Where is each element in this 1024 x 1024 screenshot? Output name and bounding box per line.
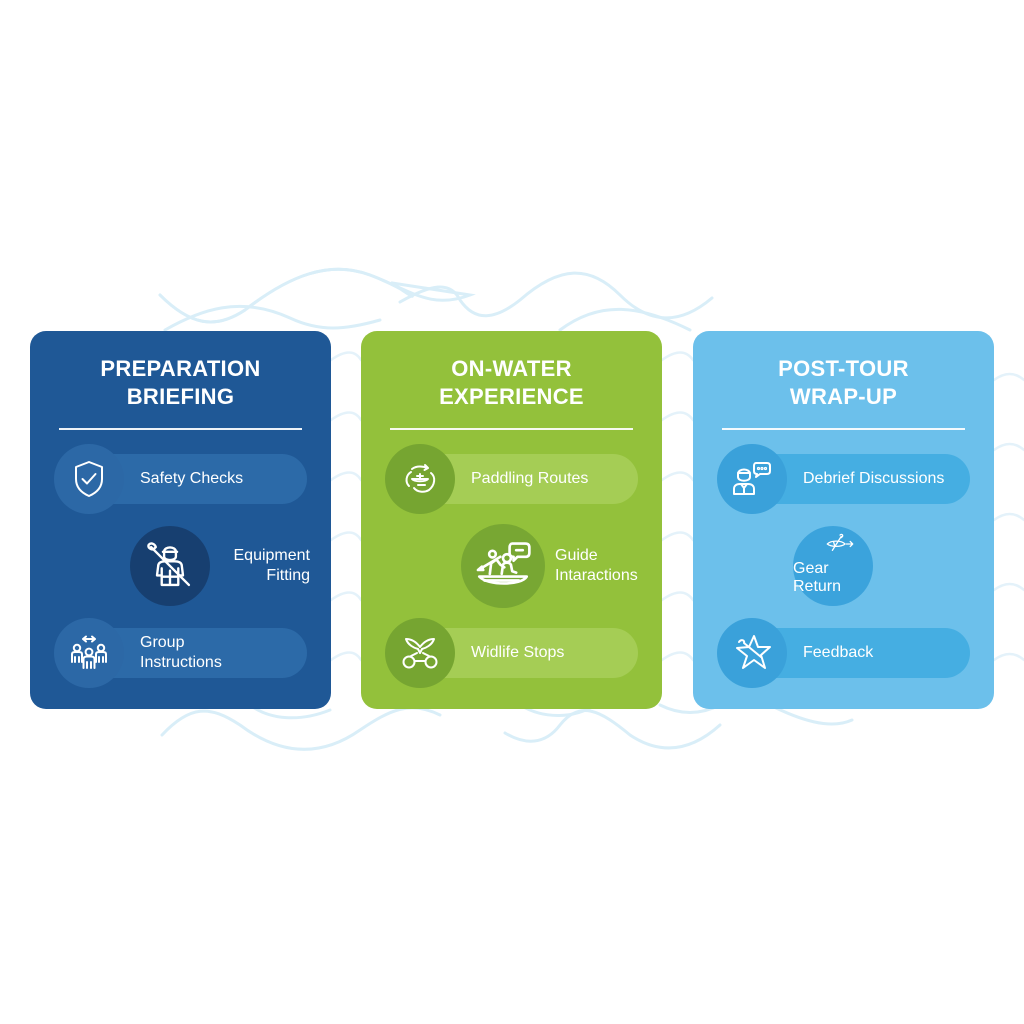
person-paddle-lifejacket-icon <box>147 542 191 587</box>
item-label: Safety Checks <box>140 470 244 487</box>
icon-circle <box>717 618 787 688</box>
card-on-water-experience: ON-WATER EXPERIENCE Paddling Routes <box>361 331 662 709</box>
kayak-guide-chat-icon <box>476 542 531 585</box>
route-loop-icon <box>405 464 436 493</box>
item-equipment-fitting: Equipment Fitting <box>130 526 330 606</box>
item-label: Widlife Stops <box>471 644 565 661</box>
shield-check-icon <box>75 461 103 497</box>
star-icon <box>736 635 771 669</box>
item-debrief-discussions: Debrief Discussions <box>717 444 970 514</box>
item-label: Debrief Discussions <box>803 470 945 487</box>
icon-circle: Gear Return <box>793 526 873 606</box>
item-gear-return: Gear Return <box>793 526 993 606</box>
card-title: POST-TOUR WRAP-UP <box>778 356 909 409</box>
item-feedback: Feedback <box>717 618 970 688</box>
item-paddling-routes: Paddling Routes <box>385 444 638 514</box>
icon-circle <box>717 444 787 514</box>
card-post-tour-wrap-up: POST-TOUR WRAP-UP Debrief Discussions <box>693 331 994 709</box>
title-divider <box>722 428 965 430</box>
person-speech-icon <box>733 462 771 495</box>
item-label: Guide Intaractions <box>555 547 638 584</box>
icon-circle <box>130 526 210 606</box>
icon-circle <box>385 618 455 688</box>
group-people-icon <box>71 635 107 669</box>
item-wildlife-stops: Widlife Stops <box>385 618 638 688</box>
card-preparation-briefing: PREPARATION BRIEFING Safety Checks <box>30 331 331 709</box>
icon-circle <box>385 444 455 514</box>
item-group-instructions: Group Instructions <box>54 618 307 688</box>
title-divider <box>59 428 302 430</box>
icon-circle <box>54 618 124 688</box>
item-safety-checks: Safety Checks <box>54 444 307 514</box>
item-label: Feedback <box>803 644 874 661</box>
icon-circle <box>54 444 124 514</box>
item-label: Equipment Fitting <box>233 547 311 584</box>
icon-circle <box>461 524 545 608</box>
item-guide-interactions: Guide Intaractions <box>461 524 661 608</box>
item-label: Gear Return <box>793 560 842 595</box>
card-title: PREPARATION BRIEFING <box>100 356 261 409</box>
card-title: ON-WATER EXPERIENCE <box>439 356 584 409</box>
kayak-return-arrow-icon <box>826 533 854 551</box>
whale-tail-binoculars-icon <box>402 638 438 669</box>
title-divider <box>390 428 633 430</box>
item-label: Group Instructions <box>140 634 222 671</box>
item-label: Paddling Routes <box>471 470 589 487</box>
